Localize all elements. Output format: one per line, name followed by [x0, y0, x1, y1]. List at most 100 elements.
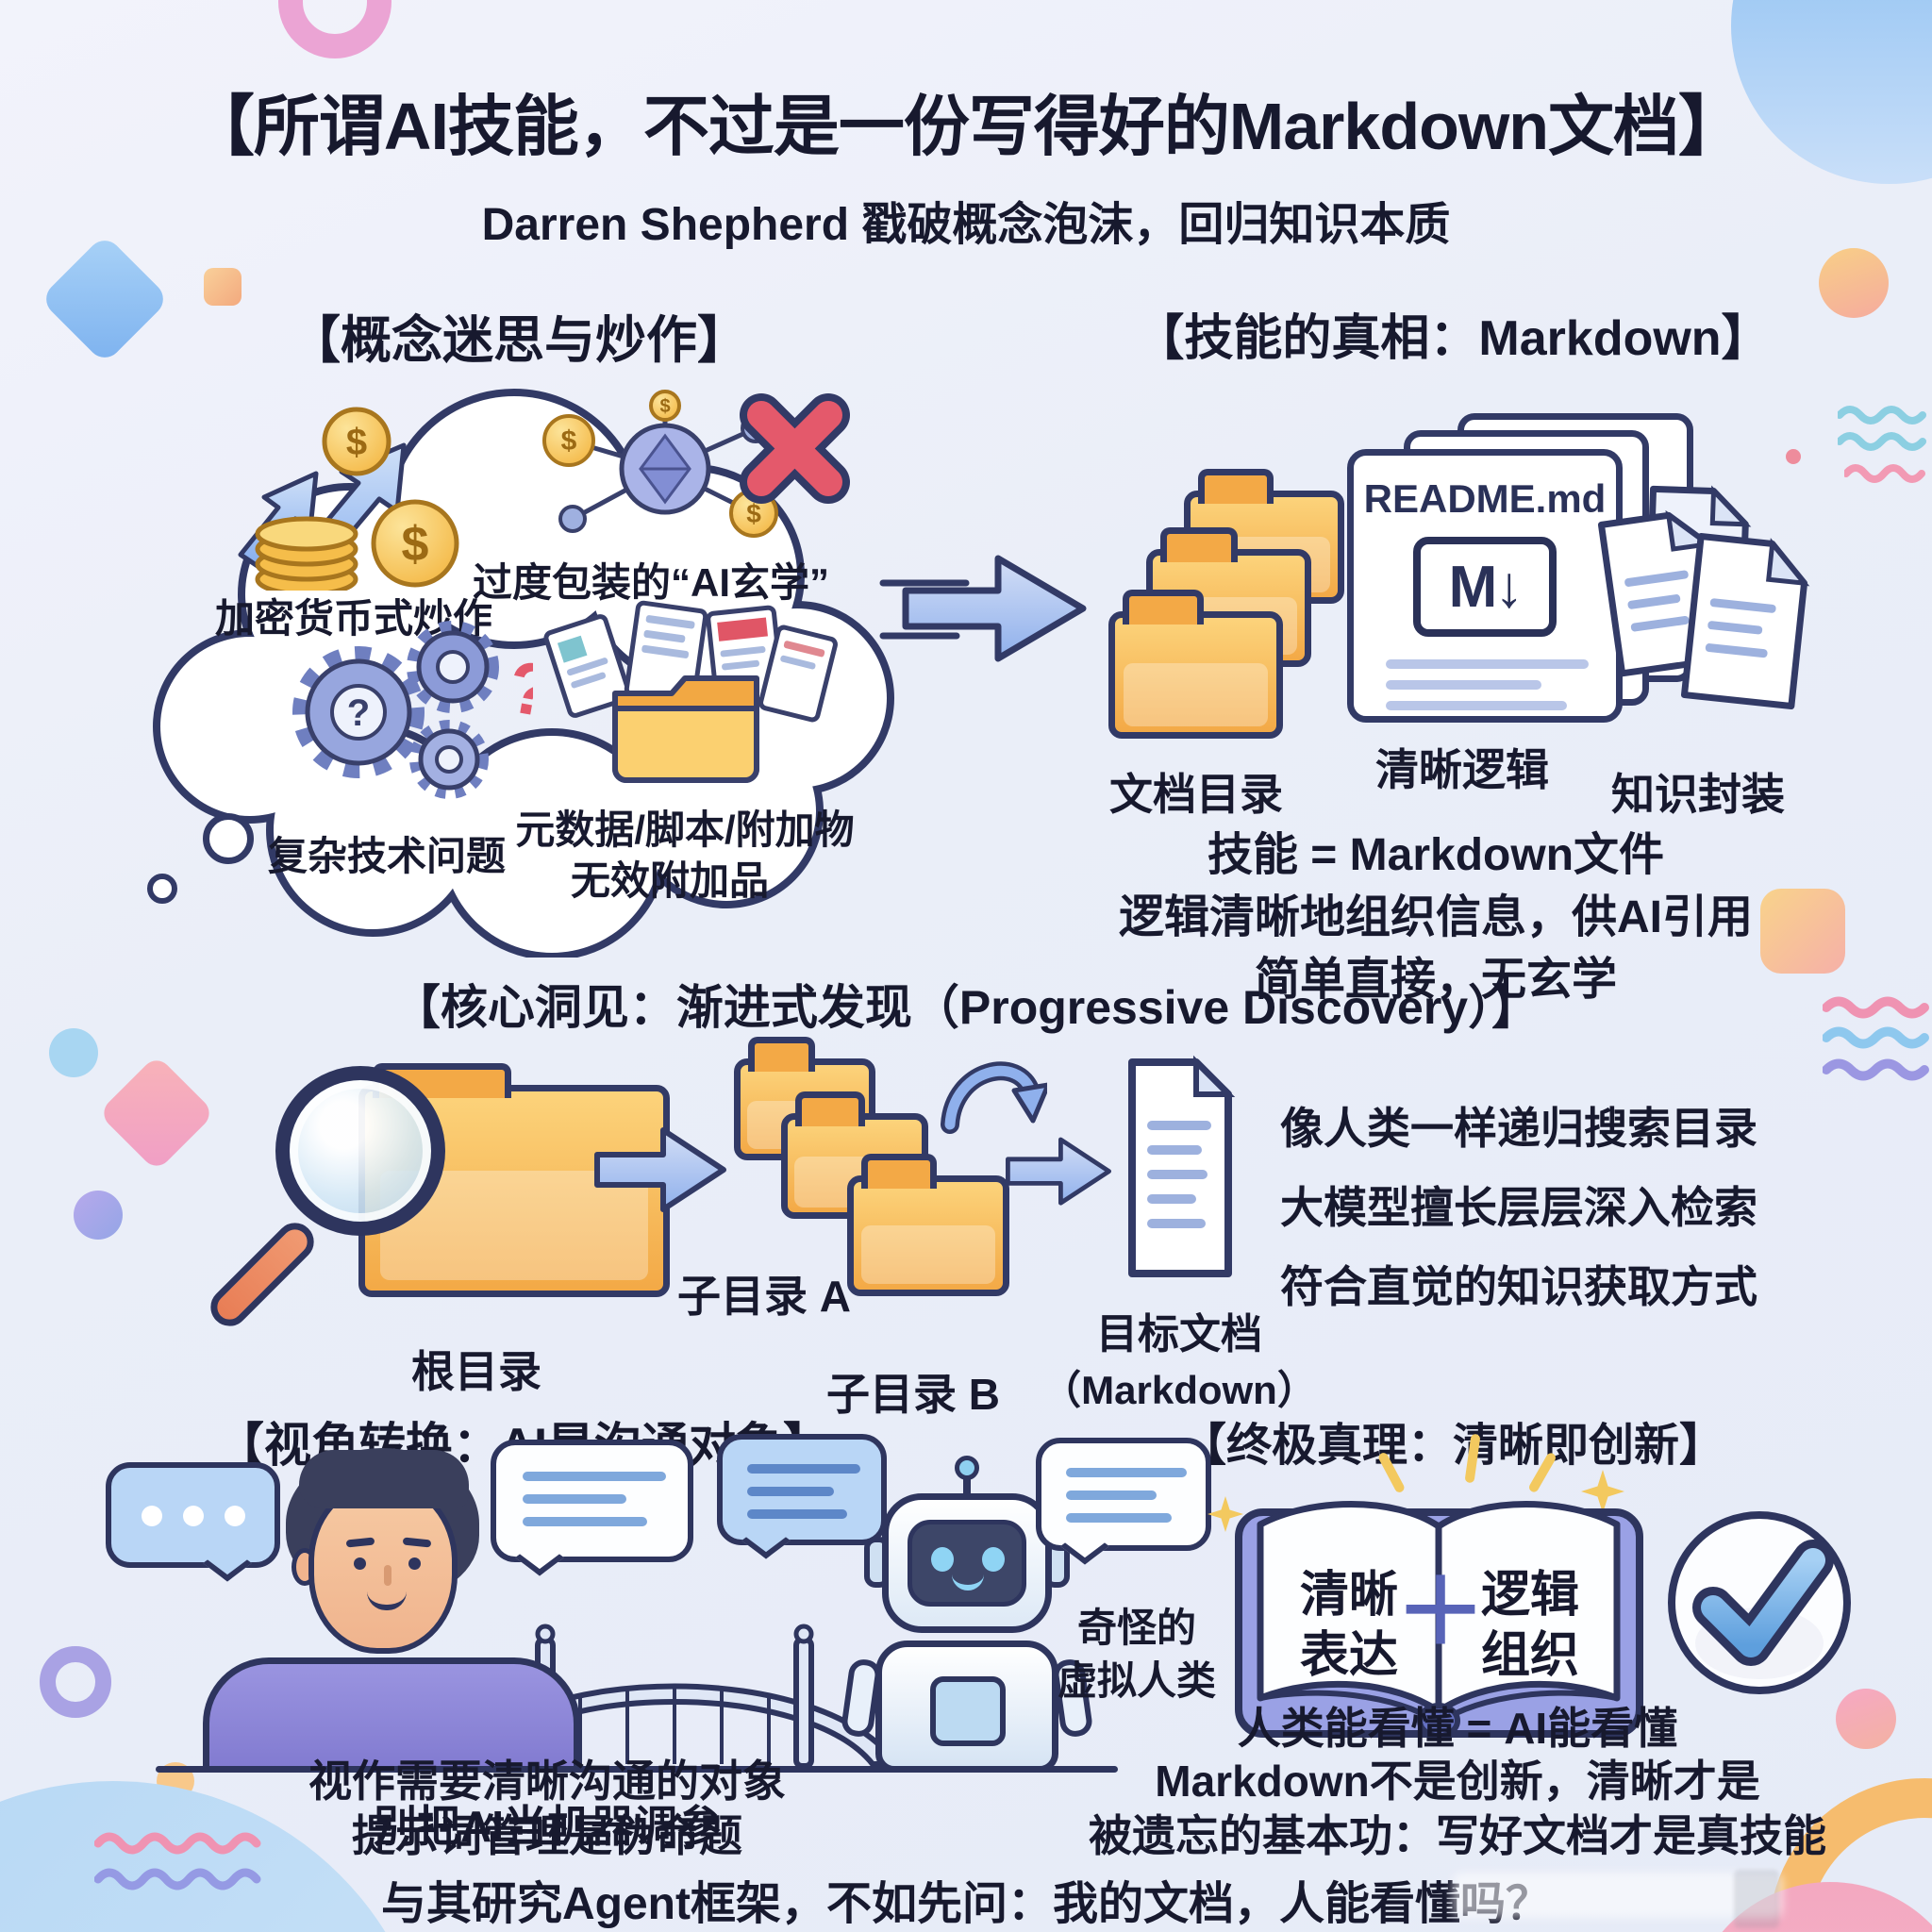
label-metadata-line2: 无效附加品	[570, 858, 769, 903]
recursion-arrow-icon	[941, 1061, 1047, 1134]
human-nose	[384, 1565, 391, 1586]
deco-diamond-pink	[97, 1054, 216, 1173]
section-ultimate-header: 【终极真理：清晰即创新】	[1180, 1421, 1724, 1471]
robot-chest-panel	[930, 1676, 1006, 1746]
subfolder-front	[847, 1154, 1009, 1296]
ultimate-summary-line1: 人类能看懂 = AI能看懂	[1237, 1704, 1678, 1753]
robot-smile	[952, 1574, 984, 1591]
perspective-summary-line1: 别把AI当机器调参	[374, 1802, 721, 1851]
label-subdir-b: 子目录 B	[826, 1370, 1000, 1419]
magnifier-handle-icon	[203, 1215, 322, 1334]
human-body	[203, 1657, 580, 1772]
speech-bubble-dots	[106, 1462, 280, 1568]
ground-line	[156, 1766, 1118, 1773]
arrow-root-to-sub	[594, 1127, 726, 1212]
deco-dot-red	[1786, 449, 1801, 464]
speech-bubble-text-1	[491, 1440, 693, 1562]
deco-square-peach	[1760, 889, 1845, 974]
deco-wave-purple-bl	[94, 1868, 261, 1890]
deco-ring-purple	[40, 1646, 111, 1718]
deco-wave-pink-bl	[94, 1832, 261, 1855]
truth-summary-line1: 技能 = Markdown文件	[1207, 830, 1665, 880]
typing-dot	[142, 1506, 162, 1526]
deco-wave-pink-tr	[1844, 464, 1925, 483]
page-subtitle: Darren Shepherd 戳破概念泡沫，回归知识本质	[481, 200, 1451, 250]
target-doc-icon	[1128, 1055, 1236, 1277]
book-right-text-line1: 逻辑	[1480, 1568, 1579, 1623]
perspective-summary-line3: 提示词管理是伪命题	[352, 1811, 742, 1860]
human-figure	[193, 1448, 590, 1774]
robot-eye	[931, 1547, 954, 1572]
speech-bubble-text-2	[717, 1434, 887, 1545]
speech-bubble-text-3	[1036, 1438, 1211, 1551]
insight-summary-line2: 大模型擅长层层深入检索	[1280, 1183, 1757, 1232]
readme-filename: README.md	[1363, 476, 1607, 521]
deco-square-orange	[204, 268, 242, 306]
typing-dot	[183, 1506, 204, 1526]
human-eye	[408, 1557, 421, 1570]
deco-donut-pink	[278, 0, 391, 58]
magnifier-lens-icon	[275, 1066, 445, 1236]
svg-text:$: $	[746, 499, 761, 528]
bubble-text-line	[747, 1509, 847, 1519]
reject-x-icon	[740, 393, 850, 504]
label-strange-virtual-human-line1: 奇怪的	[1076, 1606, 1196, 1650]
markdown-badge-icon: M↓	[1413, 537, 1557, 637]
typing-dot	[225, 1506, 245, 1526]
deco-circle-purple	[74, 1191, 123, 1240]
bubble-text-line	[1066, 1491, 1157, 1500]
folder-stack-front	[1108, 590, 1283, 739]
robot-antenna-stem	[963, 1473, 971, 1497]
thought-bubble-large	[203, 813, 254, 864]
label-knowledge-package: 知识封装	[1611, 770, 1785, 819]
human-fringe	[299, 1450, 469, 1508]
thought-bubble-small	[147, 874, 177, 904]
watermark-glyph	[1734, 1870, 1779, 1928]
label-target-doc-line1: 目标文档	[1096, 1311, 1262, 1357]
section-myth-header: 【概念迷思与炒作】	[290, 312, 748, 369]
bubble-text-line	[523, 1472, 666, 1481]
bubble-text-line	[1066, 1468, 1187, 1477]
label-subdir-a: 子目录 A	[677, 1272, 851, 1321]
section-insight-header: 【核心洞见：渐进式发现（Progressive Discovery）】	[392, 981, 1540, 1034]
readme-text-line	[1386, 659, 1589, 669]
label-clear-logic: 清晰逻辑	[1375, 745, 1549, 794]
bubble-text-line	[747, 1487, 834, 1496]
insight-summary-line3: 符合直觉的知识获取方式	[1280, 1262, 1757, 1311]
label-strange-virtual-human-line2: 虚拟人类	[1057, 1658, 1216, 1703]
arrow-sub-to-target	[1006, 1137, 1111, 1206]
deco-circle-skyblue	[49, 1028, 98, 1077]
book-left-text-line1: 清晰	[1299, 1568, 1398, 1623]
gears-icon: ? ?	[292, 621, 533, 799]
svg-text:$: $	[659, 396, 670, 417]
ultimate-summary-line3: 被遗忘的基本功：写好文档才是真技能	[1089, 1811, 1826, 1860]
crypto-hype-icon: $ $	[238, 407, 459, 591]
book-left-text-line2: 表达	[1299, 1628, 1398, 1683]
svg-text:?: ?	[347, 692, 370, 734]
label-root-directory: 根目录	[411, 1347, 541, 1396]
label-complex-problem: 复杂技术问题	[267, 834, 506, 878]
section-truth-header: 【技能的真相：Markdown】	[1135, 311, 1771, 366]
svg-text:$: $	[402, 517, 429, 572]
deco-circle-pink-br	[1836, 1689, 1896, 1749]
bubble-text-line	[523, 1517, 647, 1526]
open-book-icon	[1235, 1501, 1643, 1739]
human-eye	[354, 1557, 366, 1570]
readme-card: README.md M↓	[1347, 449, 1623, 723]
bubble-text-line	[747, 1464, 860, 1474]
robot-face-screen	[908, 1520, 1026, 1607]
insight-summary-line1: 像人类一样递归搜索目录	[1280, 1104, 1757, 1153]
readme-text-line	[1386, 701, 1567, 710]
robot-antenna-ball	[955, 1456, 979, 1480]
human-smile	[367, 1591, 407, 1610]
truth-summary-line2: 逻辑清晰地组织信息，供AI引用	[1118, 892, 1753, 942]
book-plus-icon: ＋	[1395, 1562, 1486, 1663]
metadata-docs-icon	[543, 600, 838, 783]
page-title: 【所谓AI技能，不过是一份写得好的Markdown文档】	[188, 90, 1744, 163]
bub-text-line	[1066, 1513, 1172, 1523]
arrow-myth-to-truth	[879, 555, 1087, 662]
bubble-text-line	[523, 1494, 626, 1504]
deco-waves-teal	[1838, 406, 1926, 451]
svg-text:$: $	[561, 425, 577, 457]
